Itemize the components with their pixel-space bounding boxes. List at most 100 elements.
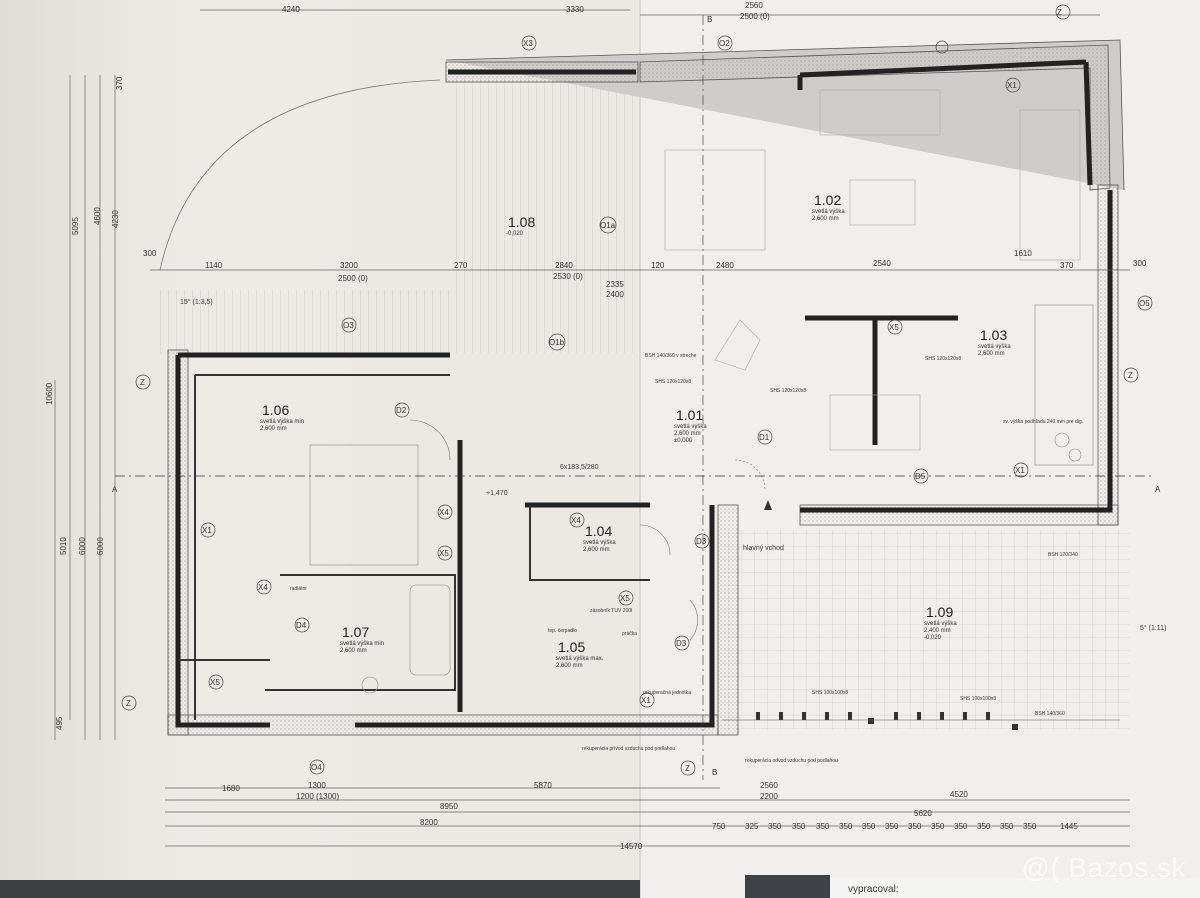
svg-text:D3: D3 (696, 537, 707, 546)
svg-text:14570: 14570 (620, 842, 643, 851)
room-label: 1.09 (926, 604, 953, 620)
svg-text:8200: 8200 (420, 818, 438, 827)
svg-text:2540: 2540 (873, 259, 891, 268)
room-detail: 2,600 mm (583, 547, 610, 553)
room-label: 1.01 (676, 407, 703, 423)
svg-text:2500 (0): 2500 (0) (740, 12, 770, 21)
svg-text:B: B (712, 768, 717, 777)
svg-text:rekuperačná jednotka: rekuperačná jednotka (643, 690, 691, 696)
room-detail: svetlá výška (978, 344, 1011, 350)
svg-text:BSH 140/360 v streche: BSH 140/360 v streche (645, 353, 697, 359)
svg-text:2335: 2335 (606, 280, 624, 289)
svg-text:O1b: O1b (549, 338, 565, 347)
footer-text: vypracoval: (848, 884, 899, 895)
svg-text:8950: 8950 (440, 802, 458, 811)
svg-text:Z: Z (140, 378, 145, 387)
chain-dimension: 350 (931, 822, 945, 831)
svg-text:SHS 120x120x8: SHS 120x120x8 (925, 356, 961, 362)
room-detail: 2,600 mm (260, 426, 287, 432)
room-detail: svetlá výška min (340, 641, 384, 647)
room-detail: -0,020 (506, 231, 524, 237)
svg-text:SHS 120x120x8: SHS 120x120x8 (770, 388, 806, 394)
svg-text:2500 (0): 2500 (0) (338, 274, 368, 283)
room-detail: 2,600 mm (556, 663, 583, 669)
chain-dimension: 350 (908, 822, 922, 831)
room-detail: svetlá výška min (260, 419, 304, 425)
svg-text:4240: 4240 (282, 5, 300, 14)
svg-text:4600: 4600 (93, 207, 102, 225)
svg-text:2200: 2200 (760, 792, 778, 801)
room-detail: 2,600 mm (674, 431, 701, 437)
svg-text:D5: D5 (915, 472, 926, 481)
svg-text:300: 300 (143, 249, 157, 258)
svg-text:+1,470: +1,470 (486, 490, 508, 497)
svg-text:X4: X4 (571, 516, 581, 525)
chain-dimension: 350 (885, 822, 899, 831)
room-detail: 2,400 mm (924, 628, 951, 634)
svg-text:X1: X1 (202, 526, 212, 535)
svg-text:zásobník TUV 200l: zásobník TUV 200l (590, 608, 632, 614)
svg-text:O2: O2 (719, 39, 730, 48)
room-label: 1.06 (262, 402, 289, 418)
svg-text:X5: X5 (889, 323, 899, 332)
svg-text:SHS 100x100x8: SHS 100x100x8 (960, 696, 996, 702)
svg-text:sv. výška podhľadu 240 mm pre: sv. výška podhľadu 240 mm pre dig. (1003, 419, 1083, 425)
bazos-watermark: @( Bazos.sk (1021, 852, 1186, 883)
svg-text:Z: Z (126, 699, 131, 708)
svg-text:práčka: práčka (622, 631, 637, 637)
chain-dimension: 350 (862, 822, 876, 831)
svg-text:5870: 5870 (534, 781, 552, 790)
chain-dimension: 1445 (1060, 822, 1078, 831)
room-label: 1.07 (342, 624, 369, 640)
main-entrance-label: hlavný vchod (743, 545, 784, 552)
room-detail: ±0,000 (674, 438, 693, 444)
svg-text:6000: 6000 (96, 537, 105, 555)
svg-text:2530 (0): 2530 (0) (553, 272, 583, 281)
svg-text:2560: 2560 (745, 1, 763, 10)
chain-dimension: 350 (1000, 822, 1014, 831)
chain-dimension: 350 (839, 822, 853, 831)
svg-text:Z: Z (1128, 371, 1133, 380)
svg-text:X1: X1 (1007, 81, 1017, 90)
chain-dimension: 350 (977, 822, 991, 831)
svg-text:X1: X1 (641, 696, 651, 705)
svg-text:4230: 4230 (111, 210, 120, 228)
room-label: 1.08 (508, 214, 535, 230)
svg-text:1300: 1300 (308, 781, 326, 790)
room-detail: svetlá výška (924, 621, 957, 627)
room-detail: 2,600 mm (340, 648, 367, 654)
svg-text:radiátor: radiátor (290, 586, 307, 592)
svg-text:2560: 2560 (760, 781, 778, 790)
svg-text:tep. čerpadlo: tep. čerpadlo (548, 628, 577, 634)
chain-dimension: 750 (712, 822, 726, 831)
svg-text:X5: X5 (620, 594, 630, 603)
room-detail: -0,020 (924, 635, 942, 641)
svg-text:D4: D4 (296, 621, 307, 630)
room-label: 1.03 (980, 327, 1007, 343)
svg-text:BSH 140/360: BSH 140/360 (1035, 711, 1065, 717)
svg-text:1680: 1680 (222, 784, 240, 793)
svg-text:1610: 1610 (1014, 249, 1032, 258)
room-label: 1.05 (558, 639, 585, 655)
svg-text:X3: X3 (523, 39, 533, 48)
chain-dimension: 350 (792, 822, 806, 831)
svg-text:X1: X1 (1015, 466, 1025, 475)
svg-text:O1a: O1a (600, 221, 616, 230)
svg-text:495: 495 (55, 716, 64, 730)
svg-text:2480: 2480 (716, 261, 734, 270)
svg-text:1140: 1140 (205, 261, 223, 270)
svg-text:1200 (1300): 1200 (1300) (296, 792, 339, 801)
room-detail: svetlá výška (583, 540, 616, 546)
svg-text:D2: D2 (396, 406, 407, 415)
svg-text:B: B (707, 15, 712, 24)
svg-text:15° (1:3,5): 15° (1:3,5) (180, 298, 213, 306)
svg-text:6x183,5/280: 6x183,5/280 (560, 464, 599, 471)
svg-text:rekuperácia odvod vzduchu pod: rekuperácia odvod vzduchu pod podlahou (745, 758, 838, 764)
svg-text:5095: 5095 (71, 217, 80, 235)
svg-text:10600: 10600 (45, 382, 54, 405)
svg-text:370: 370 (1060, 261, 1074, 270)
svg-text:Z: Z (1057, 8, 1062, 17)
svg-text:D1: D1 (759, 433, 770, 442)
svg-text:2400: 2400 (606, 290, 624, 299)
svg-text:X4: X4 (439, 508, 449, 517)
